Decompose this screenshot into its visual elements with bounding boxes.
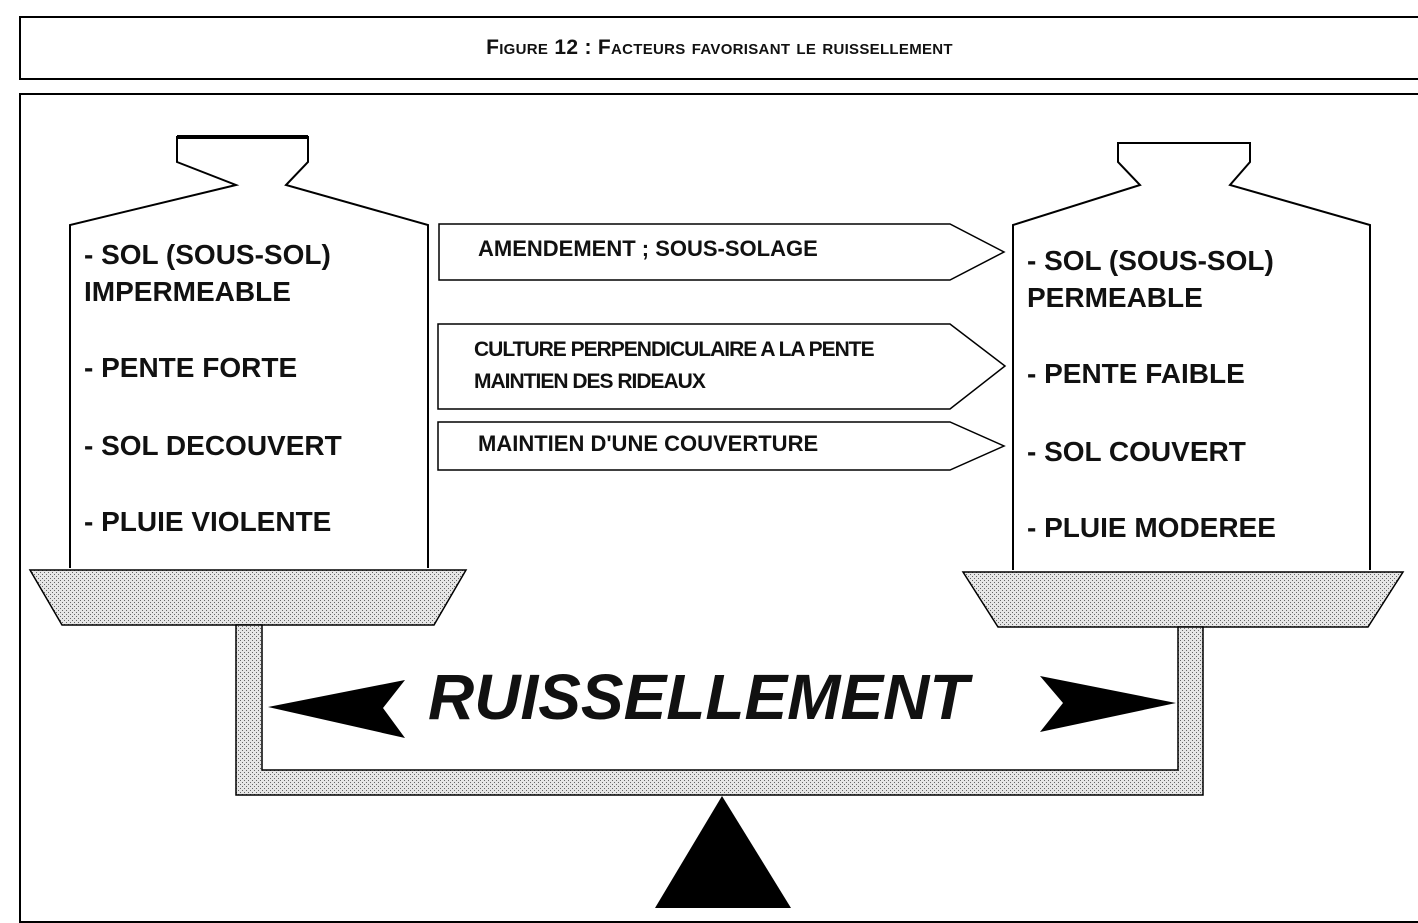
- left-item-soil-line1: - SOL (SOUS-SOL): [84, 239, 331, 270]
- left-pan: [28, 569, 468, 626]
- right-item-cover: - SOL COUVERT: [1027, 436, 1246, 467]
- right-arrow-head: [1040, 676, 1176, 732]
- arrow-amendement: [438, 223, 1006, 281]
- left-item-rain: - PLUIE VIOLENTE: [84, 506, 332, 537]
- right-item-soil-line2: PERMEABLE: [1027, 282, 1203, 313]
- left-item-soil-line2: IMPERMEABLE: [84, 276, 291, 307]
- arrow-label-culture-line1: CULTURE PERPENDICULAIRE A LA PENTE: [474, 338, 875, 361]
- figure-title-box: Figure 12 : Facteurs favorisant le ruiss…: [19, 16, 1418, 80]
- left-item-slope: - PENTE FORTE: [84, 352, 298, 383]
- right-item-soil-line1: - SOL (SOUS-SOL): [1027, 245, 1274, 276]
- arrow-label-amendement: AMENDEMENT ; SOUS-SOLAGE: [478, 236, 818, 261]
- right-weight-shape: [1012, 142, 1371, 570]
- ruissellement-label: RUISSELLEMENT: [428, 661, 969, 733]
- right-item-rain: - PLUIE MODEREE: [1027, 512, 1276, 543]
- arrow-culture: [437, 323, 1007, 410]
- left-arrow-head: [268, 680, 405, 738]
- right-pan: [961, 571, 1405, 628]
- arrow-label-culture: CULTURE PERPENDICULAIRE A LA PENTE MAINT…: [474, 334, 875, 398]
- fulcrum-triangle: [655, 796, 791, 908]
- arrow-couverture: [437, 421, 1006, 471]
- right-item-slope: - PENTE FAIBLE: [1027, 358, 1245, 389]
- left-item-soil: - SOL (SOUS-SOL) IMPERMEABLE: [84, 236, 331, 310]
- figure-title: Figure 12 : Facteurs favorisant le ruiss…: [486, 36, 953, 59]
- left-item-cover: - SOL DECOUVERT: [84, 430, 342, 461]
- balance-beam: [235, 624, 1204, 796]
- arrow-label-culture-line2: MAINTIEN DES RIDEAUX: [474, 370, 706, 393]
- right-item-soil: - SOL (SOUS-SOL) PERMEABLE: [1027, 242, 1274, 316]
- arrow-label-couverture: MAINTIEN D'UNE COUVERTURE: [478, 431, 819, 456]
